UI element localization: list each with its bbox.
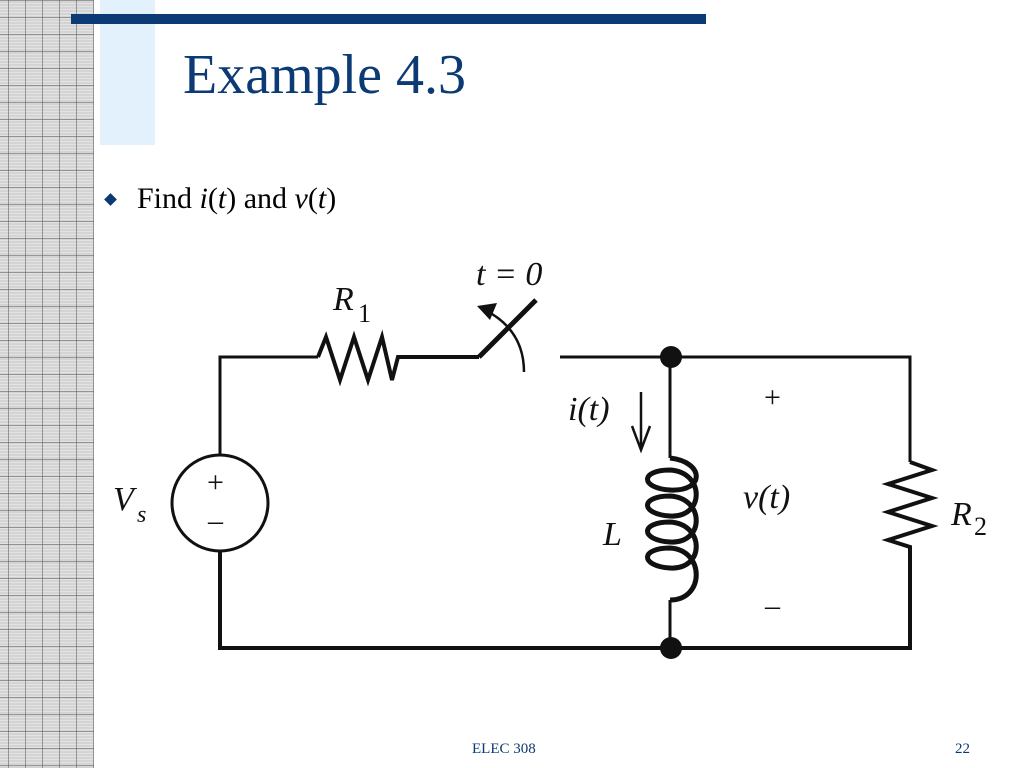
switch-arrow-head xyxy=(477,303,497,320)
grid-decoration xyxy=(0,0,94,768)
resistor-r2 xyxy=(218,460,939,650)
title-bar-rule xyxy=(71,14,706,24)
slide-title: Example 4.3 xyxy=(183,44,467,106)
vs-label: V xyxy=(113,481,138,518)
voltage-minus: – xyxy=(764,589,781,622)
bullet-text: Find xyxy=(137,182,193,215)
current-arrow xyxy=(630,392,652,454)
inductor-coil xyxy=(645,455,699,603)
voltage-source xyxy=(170,453,270,553)
switch-arc xyxy=(484,308,526,373)
page-number: 22 xyxy=(955,741,970,757)
voltage-label: v(t) xyxy=(743,479,790,516)
bullet-t: t xyxy=(317,182,327,215)
node-top xyxy=(660,346,682,368)
paren: ( xyxy=(307,182,318,215)
bullet-item: Find i(t) and v(t) xyxy=(104,182,337,216)
r1-subscript: 1 xyxy=(358,299,371,328)
bullet-and: and xyxy=(236,182,295,215)
r2-label: R xyxy=(950,496,972,533)
accent-panel xyxy=(100,0,155,145)
resistor-r1 xyxy=(316,329,479,387)
bullet-v: v xyxy=(294,182,308,215)
current-label: i(t) xyxy=(568,391,610,428)
wire-top-right xyxy=(560,355,912,462)
r1-label: R xyxy=(332,281,354,318)
footer-course: ELEC 308 xyxy=(472,741,536,757)
vs-minus: – xyxy=(207,504,224,537)
voltage-plus: + xyxy=(764,381,781,414)
bullet-i: i xyxy=(199,182,208,215)
wire-top-left xyxy=(218,355,318,456)
paren: ( xyxy=(207,182,218,215)
vs-subscript: s xyxy=(137,502,146,528)
r2-subscript: 2 xyxy=(974,512,987,541)
switch-label: t = 0 xyxy=(476,256,542,293)
paren: ) xyxy=(326,182,337,215)
vs-plus: + xyxy=(207,466,224,499)
paren: ) xyxy=(226,182,237,215)
node-bottom xyxy=(660,637,682,659)
bullet-t: t xyxy=(217,182,227,215)
inductor-label: L xyxy=(602,516,622,553)
